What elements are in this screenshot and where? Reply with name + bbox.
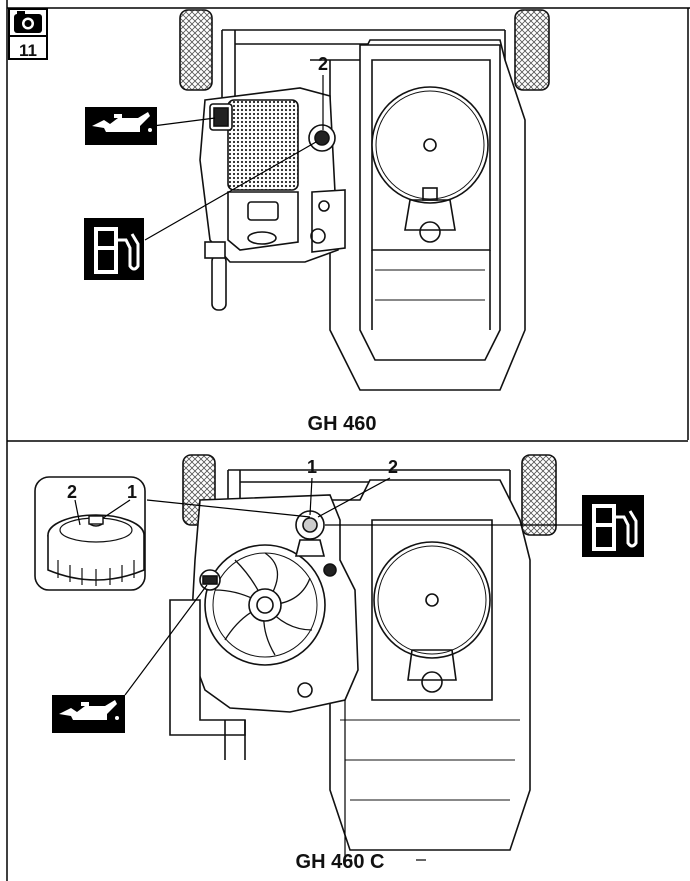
oil-can-icon [52, 695, 125, 733]
oil-can-icon [85, 107, 157, 145]
top-mower-drawing [179, 9, 550, 391]
fuel-cap-inset: 2 1 [34, 476, 146, 591]
bottom-mower-drawing [169, 454, 557, 851]
camera-icon [14, 11, 42, 33]
bottom-callout-lines [124, 477, 582, 861]
bottom-callout-1: 1 [307, 457, 317, 477]
figure-number: 11 [19, 41, 37, 60]
fuel-pump-icon [84, 218, 144, 280]
fuel-pump-icon [582, 495, 644, 557]
top-callout-2: 2 [318, 54, 328, 74]
figure-frame [6, 0, 690, 881]
bottom-callout-2: 2 [388, 457, 398, 477]
figure-badge: 11 [8, 8, 48, 60]
top-model-label: GH 460 [308, 413, 377, 435]
inset-callout-1: 1 [127, 482, 137, 502]
bottom-model-label: GH 460 C [296, 851, 385, 873]
inset-callout-2: 2 [67, 482, 77, 502]
